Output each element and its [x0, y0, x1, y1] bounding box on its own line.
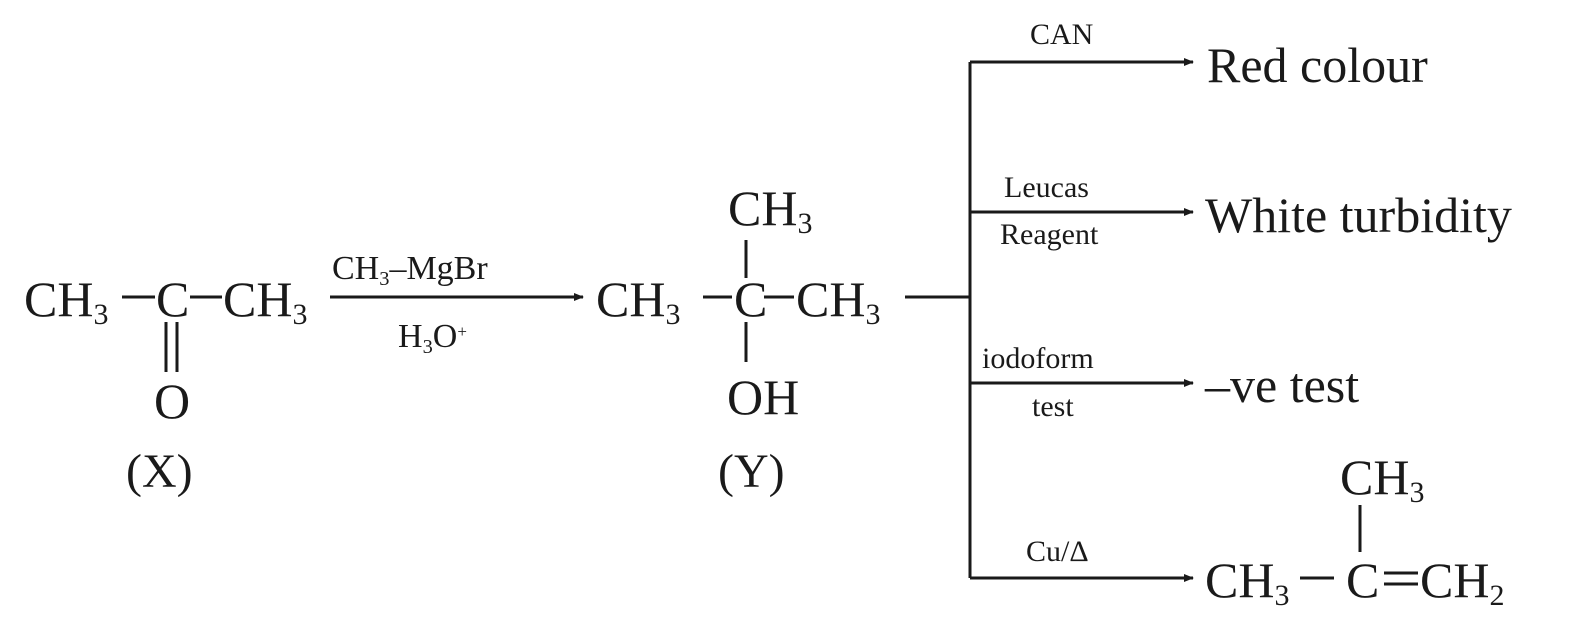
result-negative-test: –ve test: [1205, 357, 1360, 413]
x-left-methyl: CH3: [24, 271, 109, 332]
result-red-colour: Red colour: [1207, 37, 1428, 93]
x-right-methyl: CH3: [223, 271, 308, 332]
reagent-iodoform-bottom: test: [1032, 390, 1074, 423]
y-central-carbon: C: [734, 271, 768, 327]
reagent-hydronium: H3O+: [398, 318, 467, 358]
reagent-grignard: CH3–MgBr: [332, 250, 488, 290]
reagent-lucas-top: Leucas: [1004, 171, 1089, 204]
alkene-central-carbon: C: [1346, 552, 1380, 608]
reagent-iodoform-top: iodoform: [982, 342, 1094, 375]
y-label: (Y): [718, 445, 785, 498]
x-carbonyl-carbon: C: [156, 271, 190, 327]
y-right-methyl: CH3: [796, 271, 881, 332]
reagent-can: CAN: [1030, 18, 1094, 51]
y-top-methyl: CH3: [728, 180, 813, 241]
alkene-left-methyl: CH3: [1205, 552, 1290, 613]
result-white-turbidity: White turbidity: [1205, 187, 1512, 243]
alkene-methylene: CH2: [1420, 552, 1505, 613]
alkene-top-methyl: CH3: [1340, 449, 1425, 510]
y-left-methyl: CH3: [596, 271, 681, 332]
reagent-lucas-bottom: Reagent: [1000, 218, 1099, 251]
y-hydroxyl: OH: [727, 369, 800, 425]
reagent-copper-heat: Cu/Δ: [1026, 535, 1089, 568]
x-oxygen: O: [154, 373, 191, 429]
x-label: (X): [126, 445, 193, 498]
